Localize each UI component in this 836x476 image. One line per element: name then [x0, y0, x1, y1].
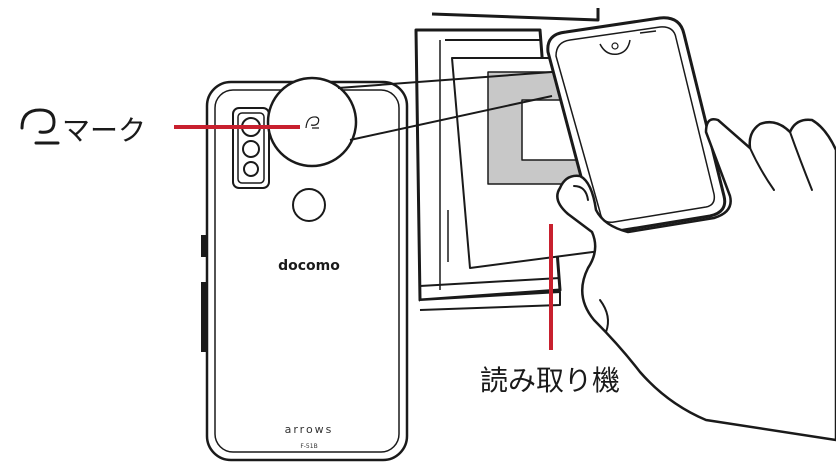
felica-mark-icon [20, 108, 60, 145]
felica-mark-icon [305, 116, 320, 129]
hand [556, 118, 836, 442]
arrows-logo: arrows [285, 423, 334, 436]
reader-label-group: 読み取り機 [480, 224, 620, 397]
fingerprint-sensor [292, 188, 326, 222]
mark-label: マーク [62, 114, 146, 147]
model-number: F-51B [300, 443, 317, 450]
phone-back: docomo arrows F-51B [201, 80, 409, 462]
docomo-logo: docomo [278, 258, 340, 274]
mark-label-group: マーク [20, 108, 300, 147]
reader-label: 読み取り機 [480, 364, 620, 397]
magnifier-callout [266, 71, 553, 168]
